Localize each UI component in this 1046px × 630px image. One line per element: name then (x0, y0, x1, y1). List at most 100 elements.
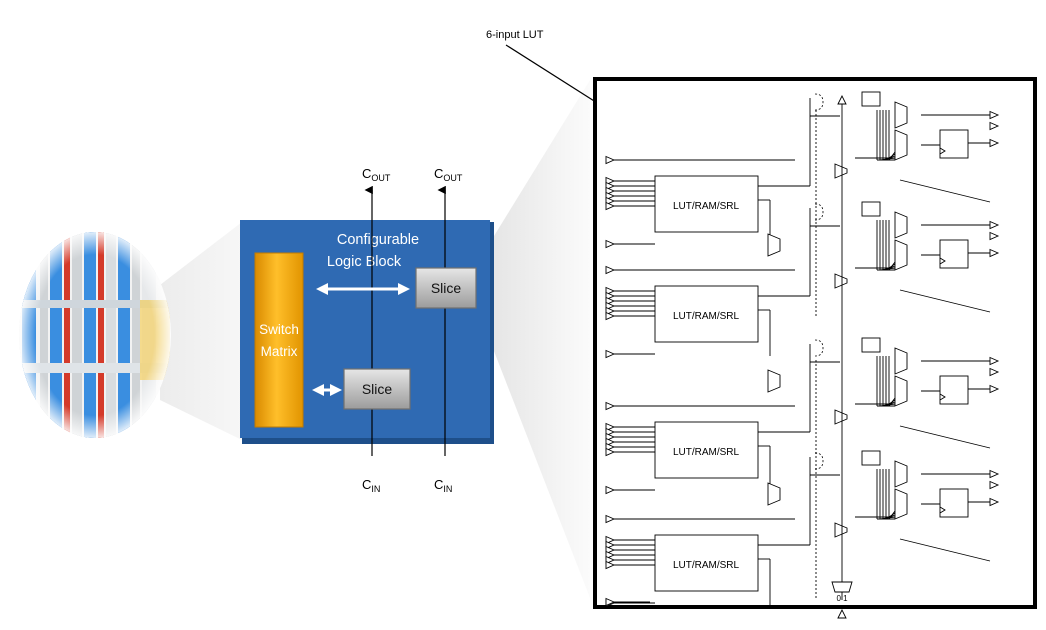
input-pin-icon (605, 201, 616, 211)
carry-logic-block (861, 450, 881, 466)
mux-select-label: 0 1 (836, 594, 848, 603)
optional-or-gate-icon (814, 452, 824, 470)
clock-icon (939, 147, 946, 155)
optional-or-gate-icon (814, 93, 824, 111)
input-pin-icon (605, 239, 616, 249)
input-pin-icon (605, 349, 616, 359)
configurable-logic-block: Configurable Logic Block Switch Matrix S… (240, 185, 494, 456)
mux-icon (834, 163, 848, 179)
input-pin-icon (605, 560, 616, 570)
output-pin-icon (989, 248, 1000, 258)
slice-detail-schematic: LUT/RAM/SRLLUT/RAM/SRLLUT/RAM/SRLLUT/RAM… (593, 77, 1037, 619)
input-pin-icon (605, 186, 616, 196)
optional-or-gate-icon (814, 339, 824, 357)
output-pin-icon (989, 384, 1000, 394)
output-pin-icon (989, 480, 1000, 490)
output-pin-icon (989, 367, 1000, 377)
slice-lower-label: Slice (362, 381, 393, 397)
output-pin-icon (989, 110, 1000, 120)
carry-out-pin-icon (837, 94, 847, 105)
wire (899, 289, 991, 313)
carry-in-pin-icon (837, 608, 847, 619)
input-pin-icon (605, 442, 616, 452)
mux-icon (767, 482, 781, 506)
mux-icon (894, 129, 908, 161)
mux-icon (894, 347, 908, 375)
input-pin-icon (605, 311, 616, 321)
input-pin-icon (605, 155, 616, 165)
cin-label-right: CIN (434, 477, 452, 494)
input-pin-icon (605, 447, 616, 457)
input-pin-icon (605, 432, 616, 442)
mux-icon (894, 488, 908, 520)
slice-lower (343, 368, 411, 410)
clock-icon (939, 393, 946, 401)
input-pin-icon (605, 597, 616, 607)
wire (888, 397, 896, 407)
switch-matrix-line1: Switch (259, 322, 299, 337)
flip-flop (939, 375, 969, 405)
mux-icon (894, 375, 908, 407)
flip-flop (939, 239, 969, 269)
output-pin-icon (989, 121, 1000, 131)
mux-icon (894, 211, 908, 239)
input-pin-icon (605, 291, 616, 301)
switch-matrix-line2: Matrix (261, 344, 298, 359)
chip-closeup-sphere (19, 232, 171, 438)
output-pin-icon (989, 220, 1000, 230)
carry-logic-block (861, 91, 881, 107)
wire (888, 510, 896, 520)
flip-flop (939, 129, 969, 159)
input-pin-icon (605, 545, 616, 555)
input-pin-icon (605, 401, 616, 411)
lut-ram-srl-block (654, 421, 759, 479)
switch-matrix (254, 252, 304, 428)
wire (885, 153, 896, 161)
input-pin-icon (605, 550, 616, 560)
input-pin-icon (605, 540, 616, 550)
input-pin-icon (605, 296, 616, 306)
input-pin-icon (605, 176, 616, 186)
wire (888, 151, 896, 161)
mux-icon (894, 239, 908, 271)
carry-logic-block (861, 201, 881, 217)
lut-ram-srl-label: LUT/RAM/SRL (673, 447, 740, 458)
input-pin-icon (605, 286, 616, 296)
slice-detail-frame (593, 77, 1037, 609)
flip-flop (939, 488, 969, 518)
wire (885, 512, 896, 520)
input-pin-icon (605, 427, 616, 437)
lut-ram-srl-label: LUT/RAM/SRL (673, 560, 740, 571)
input-pin-icon (605, 555, 616, 565)
clock-icon (939, 257, 946, 265)
cout-label-right: COUT (434, 166, 463, 183)
slice-upper (415, 267, 477, 309)
input-pin-icon (605, 306, 616, 316)
slice-upper-label: Slice (431, 280, 462, 296)
wire (888, 261, 896, 271)
wire (899, 425, 991, 449)
lut-callout-label: 6-input LUT (486, 29, 544, 41)
output-pin-icon (989, 356, 1000, 366)
input-pin-icon (605, 485, 616, 495)
output-pin-icon (989, 497, 1000, 507)
mux-icon (894, 101, 908, 129)
wire (885, 399, 896, 407)
wire (899, 179, 991, 203)
zoom-beam-right (478, 80, 590, 598)
wire (899, 538, 991, 562)
cout-label-left: COUT (362, 166, 391, 183)
mux-icon (834, 273, 848, 289)
clb-title-line1: Configurable (337, 232, 419, 248)
lut-ram-srl-block (654, 534, 759, 592)
clock-icon (939, 506, 946, 514)
output-pin-icon (989, 469, 1000, 479)
input-pin-icon (605, 301, 616, 311)
optional-or-gate-icon (814, 203, 824, 221)
cin-label-left: CIN (362, 477, 380, 494)
mux-icon (834, 409, 848, 425)
input-pin-icon (605, 437, 616, 447)
carry-init-mux-icon (831, 581, 853, 593)
input-pin-icon (605, 535, 616, 545)
